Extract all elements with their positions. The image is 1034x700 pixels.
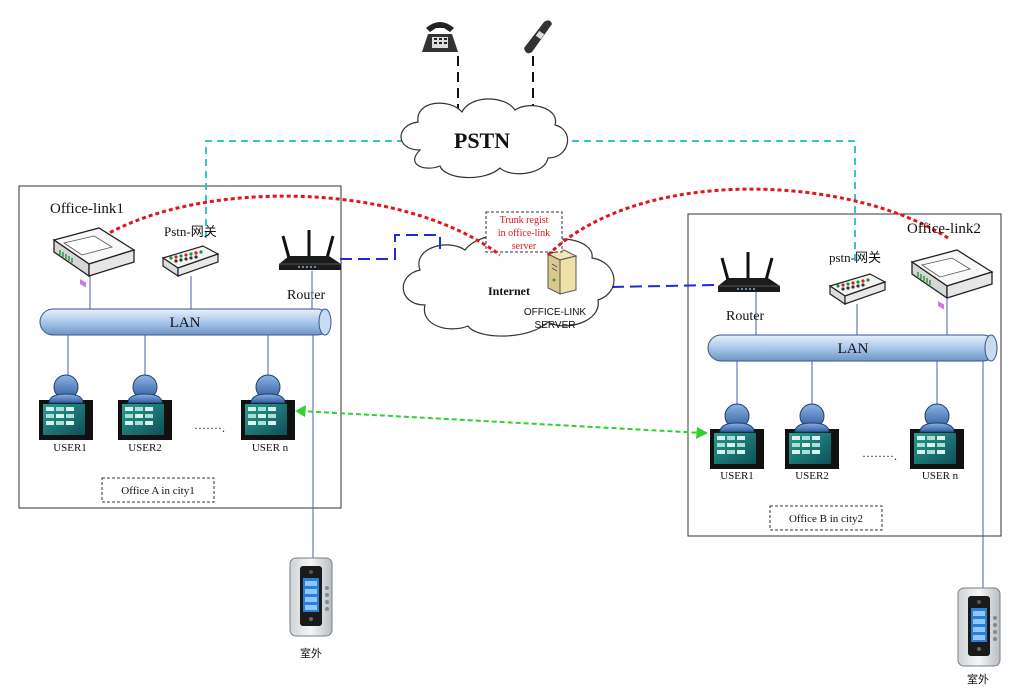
office-a-lan-bus: LAN — [39, 308, 332, 336]
office-a-device-label: Office-link1 — [50, 201, 124, 217]
user-icon — [240, 374, 296, 441]
office-a-gateway-label: Pstn-网关 — [164, 224, 217, 239]
office-b-caption: Office B in city2 — [769, 505, 883, 531]
user-icon — [117, 374, 173, 441]
office-b-lan-label: LAN — [838, 341, 869, 357]
gateway-icon — [162, 245, 219, 277]
trunk-note: Trunk regist in office-link server — [485, 211, 563, 253]
phone-desk-icon — [422, 22, 458, 52]
office-a-user-n: USER n — [252, 442, 289, 454]
user-icon — [784, 403, 840, 470]
gateway-icon — [829, 273, 886, 305]
p2p-call-link — [295, 405, 708, 439]
server-icon — [546, 249, 578, 295]
ippbx-icon — [53, 227, 135, 289]
router-icon — [277, 228, 343, 272]
server-label-line2: SERVER — [535, 320, 576, 331]
office-a-user-2: USER2 — [128, 442, 162, 454]
user-icon — [909, 403, 965, 470]
internet-label: Internet — [488, 284, 530, 298]
pstn-link-b — [560, 140, 856, 262]
pstn-link-a — [205, 140, 405, 238]
office-a-caption-text: Office A in city1 — [121, 485, 194, 497]
office-b-ellipsis: ········. — [862, 449, 897, 463]
office-b-frame — [687, 213, 1002, 537]
ippbx-icon — [911, 249, 993, 311]
office-b-user-1: USER1 — [720, 470, 754, 482]
door-station-icon — [289, 557, 333, 637]
user-icon — [38, 374, 94, 441]
office-b-gateway-label: pstn-网关 — [829, 250, 881, 265]
office-a-lan-label: LAN — [170, 315, 201, 331]
office-a-user-1: USER1 — [53, 442, 87, 454]
office-b-device-label: Office-link2 — [907, 221, 981, 237]
office-a-frame — [18, 185, 342, 509]
trunk-note-line2: in office-link — [498, 228, 550, 239]
office-a-router-label: Router — [287, 288, 325, 303]
trunk-note-line1: Trunk regist — [500, 215, 549, 226]
office-a-caption: Office A in city1 — [101, 477, 215, 503]
office-b-outdoor-label: 室外 — [967, 672, 989, 686]
door-station-icon — [957, 587, 1001, 667]
pstn-label: PSTN — [454, 128, 510, 153]
office-b-lan-bus: LAN — [707, 334, 998, 362]
server-label-line1: OFFICE-LINK — [524, 307, 587, 318]
office-a-outdoor-label: 室外 — [300, 646, 322, 660]
trunk-note-line3: server — [512, 241, 537, 252]
internet-link-a — [340, 234, 441, 260]
office-b-router-label: Router — [726, 309, 764, 324]
router-icon — [716, 250, 782, 294]
trunk-link-b — [546, 187, 949, 257]
internet-link-b — [611, 284, 717, 288]
office-b-caption-text: Office B in city2 — [789, 513, 863, 525]
office-b-user-2: USER2 — [795, 470, 829, 482]
user-icon — [709, 403, 765, 470]
office-a-ellipsis: ·······. — [194, 421, 225, 435]
phone-handset-icon — [524, 20, 552, 54]
office-b-user-n: USER n — [922, 470, 959, 482]
pstn-cloud: PSTN — [400, 98, 569, 179]
